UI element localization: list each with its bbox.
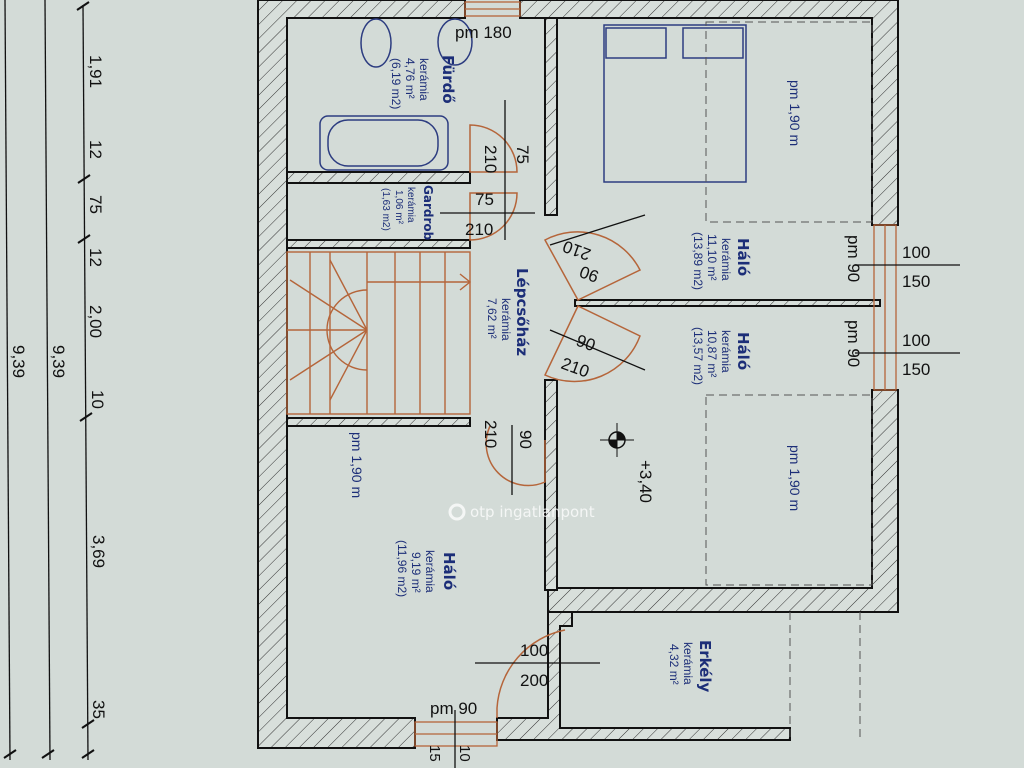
window-mid-sill: pm 90 [844,320,863,367]
window-bottom-dim-a: 15 [426,745,443,762]
window-mid-height: 150 [902,360,930,379]
svg-text:kerámia: kerámia [417,58,431,101]
svg-text:Háló: Háló [734,238,752,276]
dim-12a: 12 [86,140,105,159]
window-mid-width: 100 [902,331,930,350]
svg-text:otp ingatlanpont: otp ingatlanpont [470,503,595,521]
dim-total-1: 9,39 [49,345,68,378]
svg-text:10,87 m²: 10,87 m² [705,330,719,377]
svg-text:9,19 m²: 9,19 m² [409,552,423,593]
window-top-sill: pm 90 [844,235,863,282]
svg-text:(13,89 m2): (13,89 m2) [691,232,705,290]
room-wardrobe: Gardrob kerámia 1,06 m² (1,63 m2) [380,185,435,241]
window-bottom-dim-b: 10 [456,745,473,762]
door-balcony-height: 200 [520,671,548,690]
door-wardrobe-width: 75 [475,190,494,209]
bathtub [319,115,449,171]
dimension-lines [3,0,95,761]
elevation-label: +3,40 [636,460,655,503]
dim-75: 75 [86,195,105,214]
svg-text:(11,96 m2): (11,96 m2) [395,540,409,597]
svg-text:Erkély: Erkély [696,640,714,693]
svg-text:Háló: Háló [440,552,458,590]
svg-text:7,62 m²: 7,62 m² [485,298,499,339]
window-bottom-sill: pm 90 [430,699,477,718]
svg-text:kerámia: kerámia [719,330,733,373]
door-bedroom-left-height: 210 [481,420,500,448]
svg-text:kerámia: kerámia [423,550,437,593]
room-bedroom-mid: Háló kerámia 10,87 m² (13,57 m2) pm 1,90… [691,327,803,511]
svg-text:pm 1,90 m: pm 1,90 m [787,445,803,511]
window-top-width: 100 [902,243,930,262]
room-bath: Fürdő kerámia 4,76 m² (6,19 m2) [389,55,457,109]
staircase [286,251,472,415]
dim-2-00: 2,00 [86,305,105,338]
window-top-height: 150 [902,272,930,291]
room-stairs: Lépcsőház kerámia 7,62 m² [485,268,531,356]
windows [414,1,897,747]
svg-text:4,76 m²: 4,76 m² [403,58,417,99]
sink [437,18,473,66]
walls [257,0,899,749]
svg-text:Gardrob: Gardrob [421,185,435,241]
svg-text:11,10 m²: 11,10 m² [705,234,719,280]
door-dimensions: 75 210 75 210 90 210 90 210 90 210 100 2… [426,23,930,762]
svg-text:kerámia: kerámia [719,238,733,281]
door-wardrobe-height: 210 [465,220,493,239]
door-bath-width: 75 [513,145,532,164]
doors [440,100,960,768]
svg-text:(13,57 m2): (13,57 m2) [691,327,705,385]
svg-text:Lépcsőház: Lépcsőház [513,268,531,356]
bed [603,24,747,183]
door-bedroom-left-width: 90 [516,430,535,449]
svg-text:pm 1,90 m: pm 1,90 m [787,80,803,146]
room-bedroom-top: Háló kerámia 11,10 m² (13,89 m2) pm 1,90… [691,80,803,290]
fixtures [319,18,873,740]
svg-text:(6,19 m2): (6,19 m2) [389,58,403,109]
svg-text:pm 1,90 m: pm 1,90 m [349,432,365,498]
dim-total-2: 9,39 [9,345,28,378]
svg-text:kerámia: kerámia [499,298,513,341]
svg-text:4,32 m²: 4,32 m² [667,644,681,685]
svg-text:Fürdő: Fürdő [439,55,457,104]
dim-12b: 12 [86,248,105,267]
room-balcony: Erkély kerámia 4,32 m² [667,640,714,693]
dim-3-69: 3,69 [89,535,108,568]
elevation-marker: +3,40 [600,423,655,503]
svg-text:kerámia: kerámia [405,187,416,223]
svg-text:Háló: Háló [734,332,752,370]
door-bath-height: 210 [481,145,500,173]
toilet [360,18,392,68]
svg-text:kerámia: kerámia [681,642,695,685]
dim-35: 35 [89,700,108,719]
door-balcony-width: 100 [520,641,548,660]
svg-text:1,06 m²: 1,06 m² [393,190,404,225]
dim-10: 10 [88,390,107,409]
dim-1-91: 1,91 [86,55,105,88]
window-bath-sill: pm 180 [455,23,512,42]
svg-text:(1,63 m2): (1,63 m2) [380,188,391,231]
watermark: otp ingatlanpont [448,503,595,521]
dimension-labels: 1,91 12 75 12 2,00 10 3,69 35 9,39 9,39 [9,55,108,719]
room-bedroom-left: Háló kerámia 9,19 m² (11,96 m2) pm 1,90 … [349,432,458,597]
